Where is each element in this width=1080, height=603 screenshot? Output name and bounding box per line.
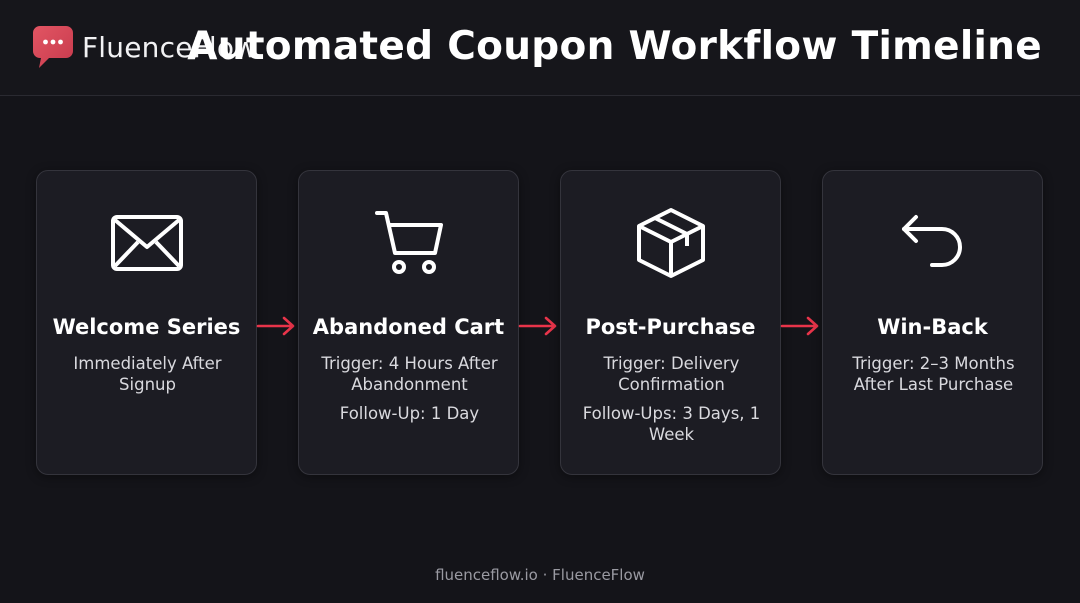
arrow-right-icon: [518, 316, 557, 336]
footer-text: fluenceflow.io · FluenceFlow: [435, 566, 645, 584]
arrow-right-icon: [780, 316, 819, 336]
arrow-right-icon: [256, 316, 295, 336]
stage-follow-up: Follow-Up: 1 Day: [339, 404, 480, 423]
stage-title: Post-Purchase: [585, 315, 756, 339]
envelope-icon: [110, 215, 183, 271]
stage-card-abandoned-cart: Abandoned Cart Trigger: 4 Hours After Ab…: [298, 170, 519, 475]
stage-description: Immediately After Signup: [73, 354, 222, 394]
header-bar: FluenceFlow Automated Coupon Workflow Ti…: [0, 0, 1080, 96]
stage-follow-up: Follow-Ups: 3 Days, 1 Week: [582, 404, 761, 444]
stage-card-win-back: Win-Back Trigger: 2–3 Months After Last …: [822, 170, 1043, 475]
cart-icon: [374, 211, 443, 274]
stage-description: Trigger: 4 Hours After Abandonment: [321, 354, 498, 394]
brand[interactable]: FluenceFlow: [32, 24, 257, 70]
chat-bubble-logo-icon: [32, 24, 74, 70]
stage-card-welcome-series: Welcome Series Immediately After Signup: [36, 170, 257, 475]
stage-title: Win-Back: [877, 315, 988, 339]
stage-card-post-purchase: Post-Purchase Trigger: Delivery Confirma…: [560, 170, 781, 475]
page-title: Automated Coupon Workflow Timeline: [187, 24, 1042, 69]
box-icon: [636, 208, 705, 278]
stage-title: Abandoned Cart: [312, 315, 505, 339]
brand-name: FluenceFlow: [82, 30, 258, 64]
stage-description: Trigger: Delivery Confirmation: [603, 354, 740, 394]
undo-arrow-icon: [901, 215, 962, 267]
stage-title: Welcome Series: [52, 315, 241, 339]
stage-description: Trigger: 2–3 Months After Last Purchase: [852, 354, 1015, 394]
